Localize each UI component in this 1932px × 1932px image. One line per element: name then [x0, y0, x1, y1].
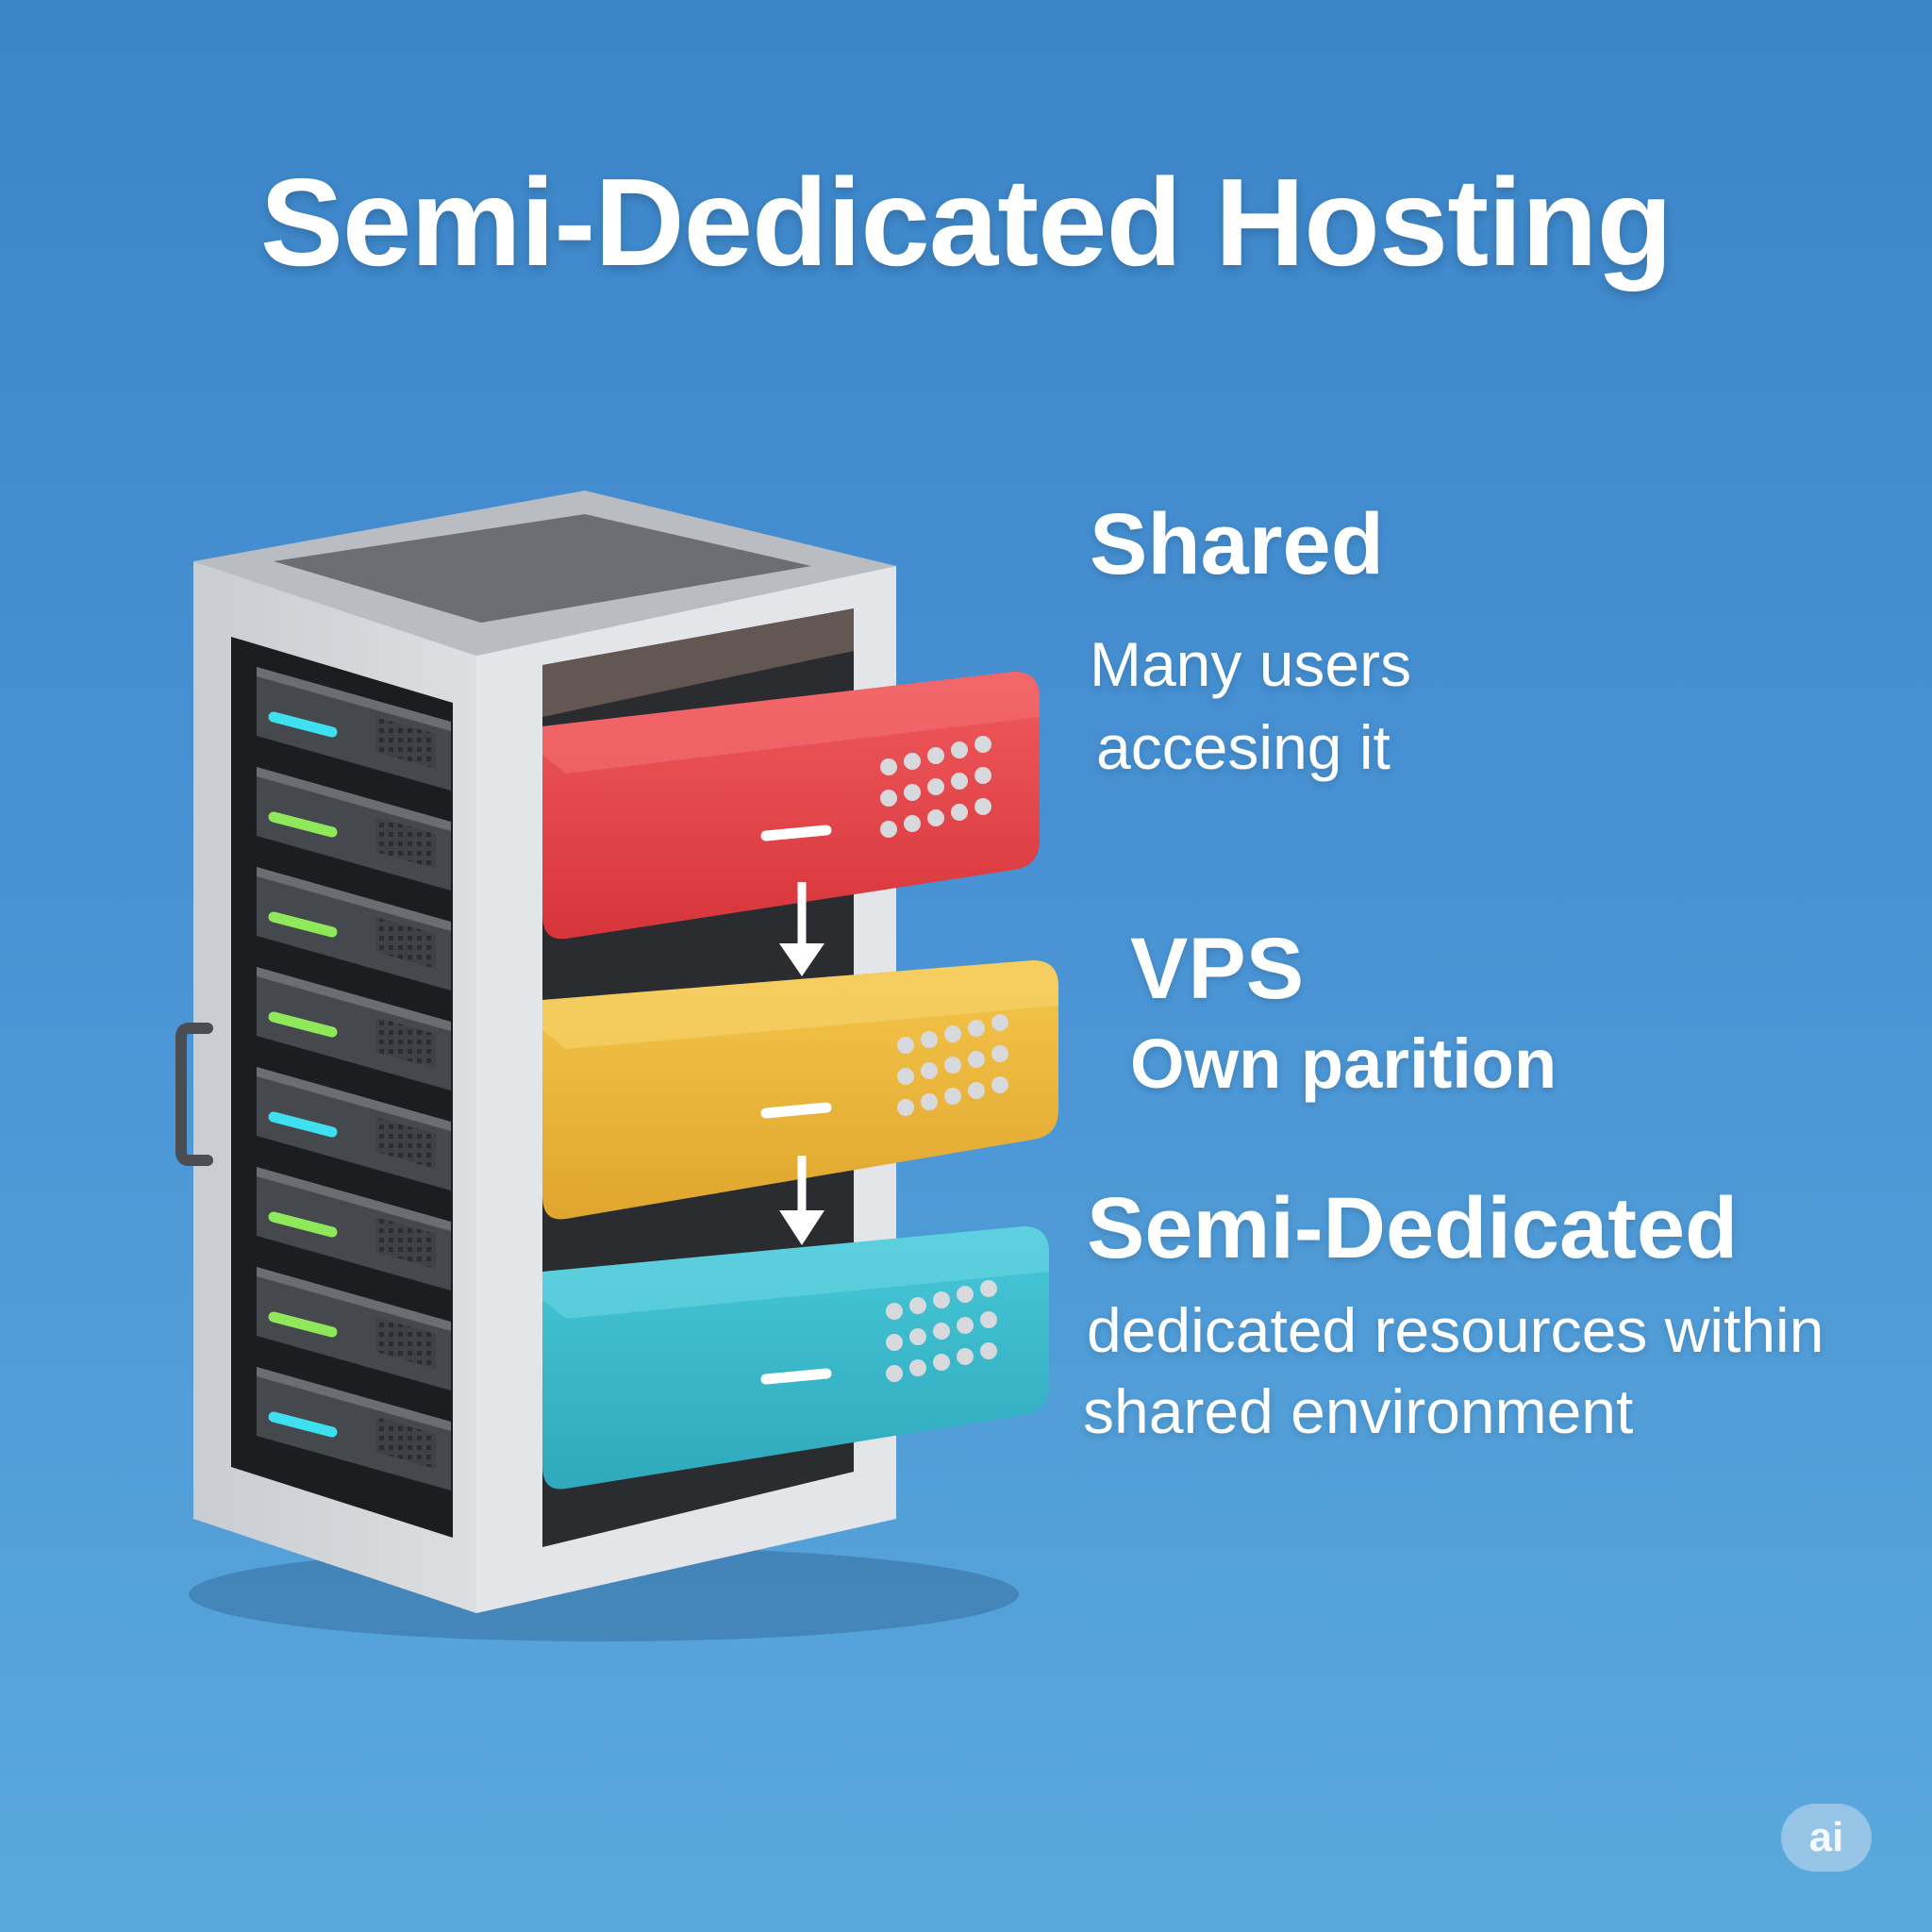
server-unit-7 [257, 1267, 451, 1391]
rack-side-inner-top [542, 608, 854, 717]
rack-handle [175, 1023, 213, 1166]
shared-desc-line-2: accesing it [1096, 712, 1391, 782]
semi-dedicated-heading: Semi-Dedicated [1087, 1180, 1739, 1276]
shared-block [542, 672, 1040, 940]
server-unit-4 [257, 967, 451, 1091]
server-unit-6 [257, 1167, 451, 1291]
semi-dedicated-desc-line-1: dedicated resources within [1087, 1295, 1824, 1365]
shared-heading: Shared [1090, 496, 1384, 592]
server-unit-5 [257, 1067, 451, 1191]
semi-dedicated-block [542, 1226, 1049, 1490]
arrow-down-icon-2 [779, 1156, 824, 1245]
vps-heading: VPS [1130, 921, 1305, 1017]
server-unit-8 [257, 1367, 451, 1491]
server-unit-2 [257, 767, 451, 891]
arrow-down-icon-1 [779, 882, 824, 976]
rack-top-panel [274, 514, 811, 623]
page-title: Semi-Dedicated Hosting [259, 153, 1673, 291]
vps-block [542, 960, 1058, 1220]
shared-desc-line-1: Many users [1090, 629, 1412, 699]
server-unit-1 [257, 667, 451, 791]
server-unit-3 [257, 867, 451, 991]
ai-badge: ai [1781, 1804, 1872, 1872]
semi-dedicated-desc-line-2: shared environment [1083, 1376, 1634, 1446]
server-units [257, 667, 451, 1491]
vps-desc: Own parition [1130, 1024, 1557, 1103]
